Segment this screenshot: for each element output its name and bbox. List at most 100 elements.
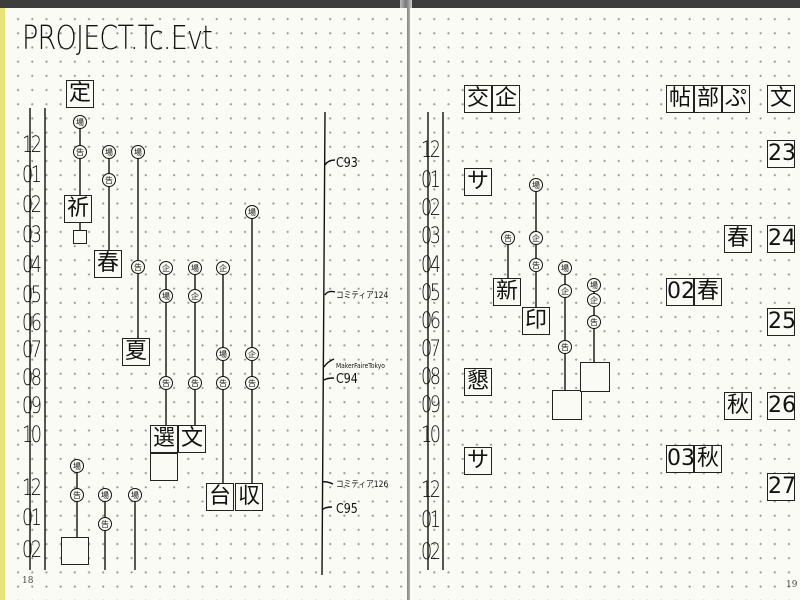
marker-koku: 告: [159, 376, 173, 390]
marker-ba: 場: [558, 261, 572, 275]
kanji-box: 台: [206, 483, 234, 511]
kanji-box: 祈: [64, 195, 92, 223]
month-label: 07: [22, 338, 42, 363]
marker-koku: 告: [70, 488, 84, 502]
page-title: PROJECT.Tc.Evt: [22, 18, 213, 57]
month-label: 12: [421, 478, 441, 503]
empty-box: [61, 537, 89, 565]
kanji-box: 文: [767, 85, 795, 113]
marker-koku: 告: [98, 517, 112, 531]
month-label: 04: [421, 253, 441, 278]
event-label: MakerFaireTokyo: [336, 362, 385, 370]
kanji-box: 懇: [464, 368, 492, 396]
month-label: 12: [421, 138, 441, 163]
month-label: 12: [22, 133, 42, 158]
marker-ba: 場: [159, 289, 173, 303]
kanji-box: ぷ: [722, 85, 750, 113]
month-label: 06: [421, 309, 441, 334]
kanji-box: 交: [464, 85, 492, 113]
page-number: 18: [22, 576, 34, 586]
month-label: 01: [421, 168, 441, 193]
marker-ba: 場: [587, 278, 601, 292]
year-box: 24: [767, 225, 796, 253]
empty-box: [73, 230, 87, 244]
month-label: 03: [22, 223, 42, 248]
kanji-box: サ: [464, 447, 492, 475]
kanji-box: サ: [464, 168, 492, 196]
month-label: 07: [421, 337, 441, 362]
month-label: 03: [421, 224, 441, 249]
kanji-box: 春: [94, 250, 122, 278]
year-box: 25: [767, 308, 796, 336]
kanji-box: 印: [522, 307, 550, 335]
marker-koku: 告: [73, 145, 87, 159]
month-label: 02: [421, 196, 441, 221]
marker-ba: 場: [102, 145, 116, 159]
month-label: 10: [421, 423, 441, 448]
month-label: 04: [22, 253, 42, 278]
kanji-box: 選: [150, 425, 178, 453]
marker-koku: 告: [558, 340, 572, 354]
marker-koku: 告: [102, 173, 116, 187]
season-box: 秋: [724, 392, 752, 420]
month-label: 05: [421, 281, 441, 306]
marker-ki: 企: [558, 284, 572, 298]
kanji-box: 夏: [122, 338, 150, 366]
marker-ba: 場: [128, 488, 142, 502]
marker-ki: 企: [216, 261, 230, 275]
empty-box: [150, 453, 178, 481]
year-box: 23: [767, 140, 796, 168]
month-label: 08: [22, 366, 42, 391]
left-page: [0, 8, 407, 600]
month-label: 02: [421, 540, 441, 565]
event-label: コミティア126: [336, 480, 389, 490]
marker-ba: 場: [529, 178, 543, 192]
month-label: 05: [22, 283, 42, 308]
marker-ba: 場: [188, 261, 202, 275]
month-label: 10: [22, 423, 42, 448]
event-timeline: [321, 111, 326, 576]
kanji-box: 新: [493, 278, 521, 306]
month-label: 01: [22, 506, 42, 531]
marker-ba: 場: [98, 488, 112, 502]
marker-koku: 告: [501, 231, 515, 245]
event-label: C93: [336, 156, 358, 171]
month-label: 02: [22, 193, 42, 218]
empty-box: [552, 390, 582, 420]
month-label: 01: [22, 163, 42, 188]
marker-ba: 場: [216, 347, 230, 361]
marker-koku: 告: [188, 376, 202, 390]
page-number: 19: [786, 580, 798, 590]
marker-koku: 告: [529, 258, 543, 272]
marker-koku: 告: [216, 376, 230, 390]
kanji-box: 収: [235, 483, 263, 511]
event-label: C94: [336, 372, 358, 387]
month-label: 09: [421, 393, 441, 418]
month-label: 08: [421, 365, 441, 390]
marker-koku: 告: [131, 260, 145, 274]
kanji-box: 文: [178, 425, 206, 453]
event-label: コミティア124: [336, 291, 389, 301]
kanji-box: 帖: [666, 85, 694, 113]
year-box: 26: [767, 392, 796, 420]
month-label: 12: [22, 476, 42, 501]
year-box: 03: [666, 445, 695, 473]
month-label: 02: [22, 538, 42, 563]
marker-koku: 告: [587, 315, 601, 329]
marker-ki: 企: [159, 261, 173, 275]
month-label: 09: [22, 394, 42, 419]
marker-ki: 企: [587, 293, 601, 307]
empty-box: [580, 362, 610, 392]
marker-ba: 場: [131, 145, 145, 159]
month-label: 01: [421, 508, 441, 533]
season-box: 秋: [694, 445, 722, 473]
year-box: 27: [767, 473, 796, 501]
marker-ki: 企: [245, 347, 259, 361]
season-box: 春: [694, 278, 722, 306]
kanji-box: 部: [694, 85, 722, 113]
year-box: 02: [666, 278, 695, 306]
marker-ba: 場: [70, 459, 84, 473]
kanji-box: 企: [492, 85, 520, 113]
marker-ba: 場: [73, 115, 87, 129]
month-label: 06: [22, 311, 42, 336]
